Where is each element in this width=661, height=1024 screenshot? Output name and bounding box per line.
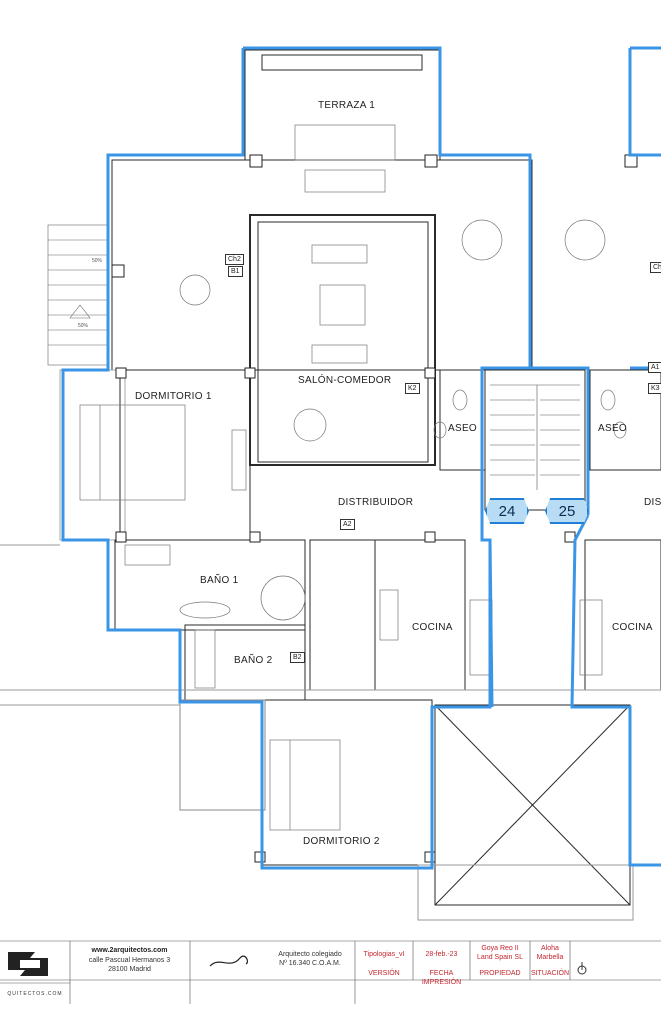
signature <box>209 955 249 967</box>
room-label-kitchen-right: COCINA <box>612 622 653 633</box>
room-label-hall-right: DIST <box>644 497 661 508</box>
room-label-bath1: BAÑO 1 <box>200 575 239 586</box>
website-link[interactable]: www.2arquitectos.com <box>91 947 168 954</box>
room-label-toilet-left: ASEO <box>448 423 477 434</box>
unit-badge-25[interactable]: 25 <box>545 498 589 524</box>
date-value: 28-feb.-23 <box>425 951 458 958</box>
stair-treads <box>490 384 580 490</box>
tag-b1: B1 <box>228 266 243 277</box>
address-line-1: calle Pascual Hermanos 3 <box>88 957 171 964</box>
tag-b2: B2 <box>290 652 305 663</box>
owner-value-1: Goya Reo II <box>481 945 519 952</box>
tag-k3: K3 <box>648 383 661 394</box>
unit-outline-25 <box>570 46 661 867</box>
living-walls <box>249 214 436 466</box>
room-label-hall: DISTRIBUIDOR <box>338 497 414 508</box>
slope-upper: 50% <box>92 258 103 264</box>
date-label: FECHA IMPRESIÓN <box>421 970 462 986</box>
location-value-1: Aloha <box>541 945 559 952</box>
unit-outline-24 <box>61 46 590 870</box>
location-value-2: Marbella <box>536 954 564 961</box>
room-label-kitchen-left: COCINA <box>412 622 453 633</box>
room-label-bedroom1: DORMITORIO 1 <box>135 391 212 402</box>
owner-label: PROPIEDAD <box>479 970 521 977</box>
room-label-bedroom2: DORMITORIO 2 <box>303 836 380 847</box>
tag-a2: A2 <box>340 519 355 530</box>
tag-a1: A1 <box>648 362 661 373</box>
architect-line-1: Arquitecto colegiado <box>278 951 342 958</box>
toilet-walls <box>439 369 486 471</box>
room-label-terrace: TERRAZA 1 <box>318 100 376 111</box>
logo-caption: QUITECTOS.COM <box>7 991 63 997</box>
slope-lower: 50% <box>78 323 89 329</box>
address-line-2: 28100 Madrid <box>108 966 151 973</box>
room-label-living: SALÓN-COMEDOR <box>298 375 392 386</box>
columns <box>111 154 638 863</box>
version-label: VERSIÓN <box>368 970 400 977</box>
title-block-frame <box>0 940 661 1004</box>
kitchen-walls <box>374 539 466 691</box>
external-ramp <box>47 224 109 366</box>
room-label-bath2: BAÑO 2 <box>234 655 273 666</box>
tag-k2: K2 <box>405 383 420 394</box>
location-label: SITUACIÓN <box>530 970 570 977</box>
owner-value-2: Land Spain SL <box>477 954 523 961</box>
version-value: Tipologias_vI <box>363 951 405 958</box>
tag-ch-right: Ch <box>650 262 661 273</box>
title-block: QUITECTOS.COM www.2arquitectos.com calle… <box>0 940 661 1004</box>
firm-logo <box>8 952 48 976</box>
furniture <box>79 124 627 831</box>
architect-line-2: Nº 16.340 C.O.A.M. <box>279 960 341 967</box>
room-label-toilet-right: ASEO <box>598 423 627 434</box>
unit-badge-24[interactable]: 24 <box>485 498 529 524</box>
tag-ch2: Ch2 <box>225 254 244 265</box>
stair-core <box>484 369 586 511</box>
